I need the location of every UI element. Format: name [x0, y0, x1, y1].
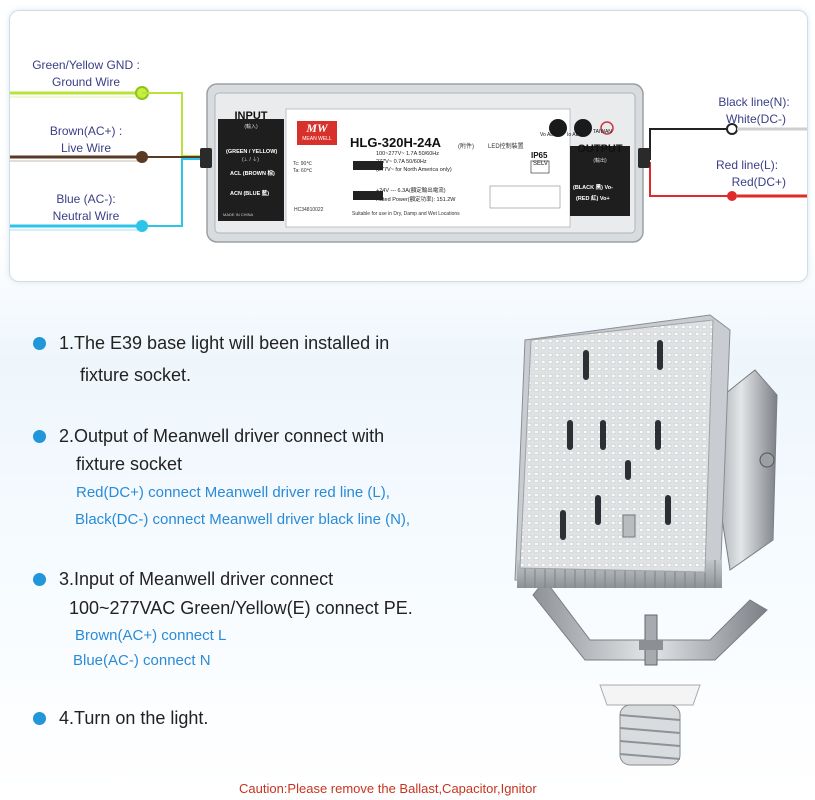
driver-output-spec-2: Rated Power(額定功率): 151.2W [376, 197, 456, 203]
step-2-bullet-icon [33, 430, 46, 443]
driver-led-text: LED控制裝置 [488, 144, 524, 150]
live-wire-label: Brown(AC+) : Live Wire [40, 123, 132, 157]
driver-model: HLG-320H-24A [350, 135, 442, 150]
driver-pin-gnd-sub: (⊥ / ⏚) [242, 157, 259, 163]
driver-output-title: OUTPUT [577, 143, 623, 155]
dc-negative-label: Black line(N): White(DC-) [706, 94, 802, 128]
driver-output-sub: (輸出) [593, 158, 607, 164]
vo-adj-label: Vo ADJ. [540, 132, 558, 138]
dc-positive-label-line1: Red line(L): [716, 158, 779, 172]
driver-tc: Tc: 90℃ [293, 161, 312, 167]
ground-wire [10, 86, 210, 157]
caution-note: Caution:Please remove the Ballast,Capaci… [239, 781, 537, 796]
step-2-red-connection: Red(DC+) connect Meanwell driver red lin… [76, 484, 390, 501]
step-4-line1: 4.Turn on the light. [59, 708, 209, 728]
driver-pin-gnd: (GREEN / YELLOW) [226, 149, 278, 155]
ground-wire-label-line1: Green/Yellow GND : [32, 58, 140, 72]
driver-model-sub: (附件) [458, 144, 474, 150]
driver-made-in: MADE IN CHINA [223, 212, 254, 217]
dc-negative-label-line1: Black line(N): [718, 95, 790, 109]
step-1-line1: 1.The E39 base light will been installed… [59, 333, 390, 353]
step-3-bullet-icon [33, 573, 46, 586]
driver-input-tag: INPUT [350, 151, 368, 157]
driver-suitable: Suitable for use in Dry, Damp and Wet Lo… [352, 211, 460, 217]
neutral-wire-label-line1: Blue (AC-): [56, 192, 116, 206]
driver-serial: HC34810022 [294, 207, 324, 213]
neutral-wire-label-line2: Neutral Wire [52, 209, 120, 223]
live-wire [10, 151, 210, 163]
wiring-diagram-panel: Green/Yellow GND : Ground Wire Brown(AC+… [9, 10, 808, 282]
led-retrofit-lamp-image [514, 314, 778, 766]
io-adj-label: Io ADJ. [567, 132, 584, 138]
live-wire-label-line2: Live Wire [60, 141, 111, 155]
driver-output-tag: OUTPUT [346, 181, 372, 187]
driver-input-title: INPUT [234, 110, 268, 122]
neutral-wire-label: Blue (AC-): Neutral Wire [40, 191, 132, 225]
driver-pin-acl: ACL (BROWN 棕) [230, 171, 275, 177]
taiwan-label: TAIWAN [593, 129, 612, 135]
ground-wire-label-line2: Ground Wire [51, 75, 121, 89]
neutral-wire [10, 158, 210, 232]
driver-ta: Ta: 60℃ [293, 168, 313, 174]
step-2-line1: 2.Output of Meanwell driver connect with [59, 426, 385, 446]
step-3-blue-connection: Blue(AC-) connect N [73, 652, 211, 669]
dc-positive-label: Red line(L): Red(DC+) [706, 157, 802, 191]
step-3-line1: 3.Input of Meanwell driver connect [59, 569, 334, 589]
driver-ip-rating: IP65 [531, 151, 548, 160]
step-2-black-connection: Black(DC-) connect Meanwell driver black… [75, 511, 411, 528]
driver-out-black: (BLACK 黑) Vo- [573, 185, 613, 191]
wiring-diagram [10, 83, 807, 243]
step-1-bullet-icon [33, 337, 46, 350]
driver-pin-acn: ACN (BLUE 藍) [230, 191, 270, 197]
ground-wire-label: Green/Yellow GND : Ground Wire [30, 57, 142, 91]
meanwell-logo-sub: MEAN WELL [302, 136, 332, 142]
dc-positive-label-line2: Red(DC+) [731, 175, 786, 189]
dc-negative-label-line2: White(DC-) [726, 112, 786, 126]
meanwell-logo: MW [306, 121, 328, 135]
driver-input-spec-2: 277V~ 0.7A 50/60Hz [376, 159, 427, 165]
driver-selv: SELV [533, 161, 548, 167]
step-1-line2: fixture socket. [80, 365, 192, 385]
step-4-bullet-icon [33, 712, 46, 725]
step-3-line2: 100~277VAC Green/Yellow(E) connect PE. [69, 598, 413, 618]
live-wire-label-line1: Brown(AC+) : [49, 124, 123, 138]
meanwell-driver [200, 83, 650, 243]
driver-input-sub: (輸入) [244, 124, 258, 130]
driver-out-red: (RED 紅) Vo+ [576, 196, 610, 202]
step-2-line2: fixture socket [76, 454, 183, 474]
driver-output-spec-1: +24V --- 6.3A(額定輸出電流) [376, 188, 446, 194]
driver-input-spec-3: (277V~ for North America only) [376, 167, 452, 173]
step-3-brown-connection: Brown(AC+) connect L [75, 627, 227, 644]
dc-negative-wire [640, 123, 807, 160]
driver-input-spec-1: 100~277V~ 1.7A 50/60Hz [376, 151, 439, 157]
